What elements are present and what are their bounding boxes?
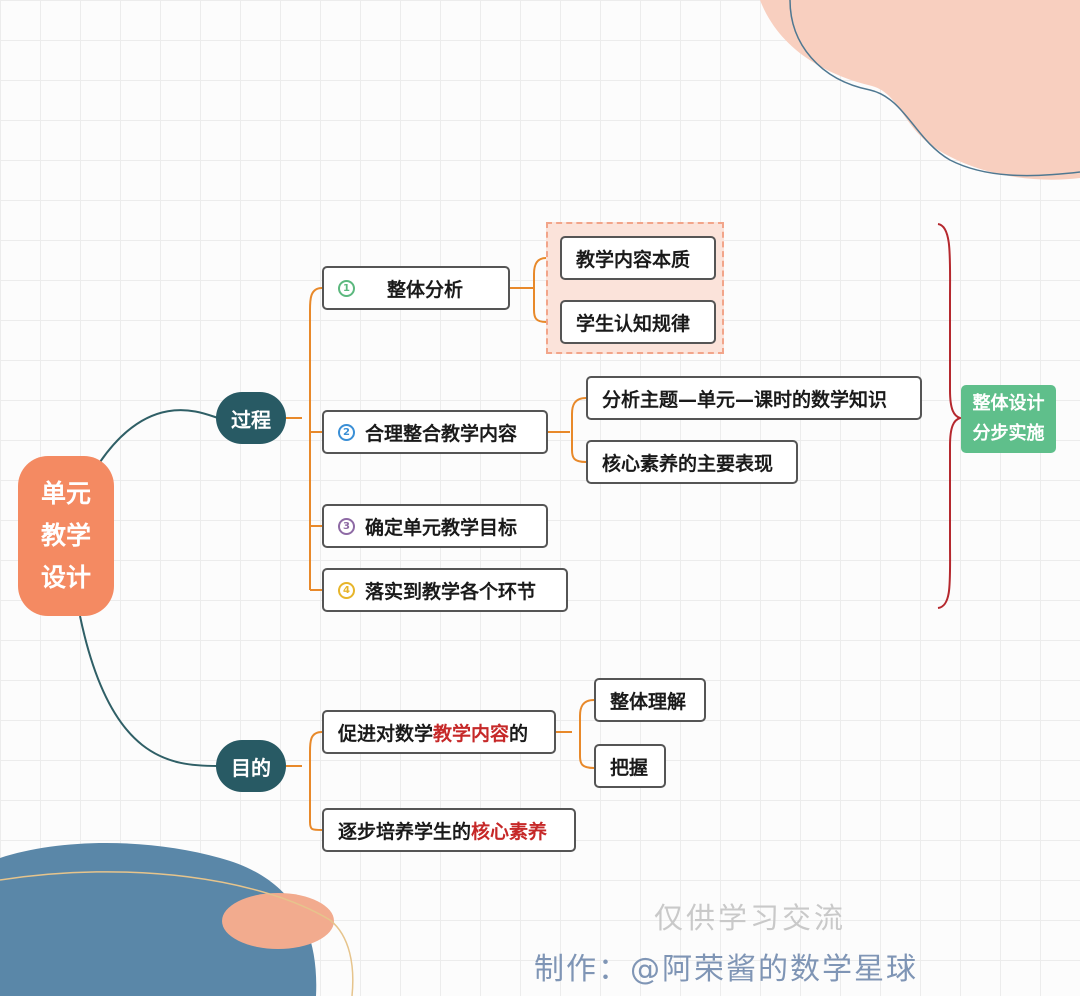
- summary-tag[interactable]: 整体设计 分步实施: [961, 385, 1056, 453]
- root-to-purpose-link: [79, 615, 219, 767]
- integrate-sub-links: [548, 397, 587, 463]
- root-line-3: 设计: [40, 563, 91, 592]
- node-overall-understanding[interactable]: 整体理解: [594, 678, 706, 722]
- node-analyze-knowledge[interactable]: 分析主题—单元—课时的数学知识: [586, 376, 922, 420]
- branch-purpose[interactable]: 目的: [216, 740, 286, 792]
- root-line-2: 教学: [40, 521, 91, 550]
- step-overall-analysis[interactable]: 1 整体分析: [322, 266, 510, 310]
- step-3-label: 确定单元教学目标: [365, 516, 518, 539]
- purpose-cultivate-literacy[interactable]: 逐步培养学生的核心素养: [322, 808, 576, 852]
- watermark-line-1: 仅供学习交流: [654, 901, 847, 935]
- node-analyze-knowledge-label: 分析主题—单元—课时的数学知识: [602, 388, 888, 411]
- purpose-promote-understanding[interactable]: 促进对数学教学内容的: [322, 710, 556, 754]
- summary-brace: [937, 223, 964, 609]
- node-grasp-label: 把握: [610, 756, 649, 779]
- root-to-process-link: [99, 409, 219, 463]
- purpose-1-prefix: 促进对数学: [338, 722, 434, 745]
- purpose-2-highlight: 核心素养: [471, 820, 548, 843]
- purpose-trunk-line: [286, 731, 323, 831]
- branch-process[interactable]: 过程: [216, 392, 286, 444]
- node-core-literacy-expression-label: 核心素养的主要表现: [602, 452, 774, 475]
- step-4-marker-icon: 4: [338, 581, 355, 599]
- branch-purpose-label: 目的: [231, 755, 271, 780]
- node-content-essence-label: 教学内容本质: [576, 248, 691, 271]
- branch-process-label: 过程: [231, 407, 271, 432]
- node-grasp[interactable]: 把握: [594, 744, 666, 788]
- node-cognitive-law-label: 学生认知规律: [576, 312, 691, 335]
- purpose-1-suffix: 的: [509, 722, 529, 745]
- step-3-marker-icon: 3: [338, 517, 355, 535]
- step-4-label: 落实到教学各个环节: [365, 580, 537, 603]
- summary-line-1: 整体设计: [972, 393, 1045, 414]
- step-1-marker-icon: 1: [338, 279, 355, 297]
- root-line-1: 单元: [40, 479, 91, 508]
- analysis-sub-links: [510, 257, 547, 323]
- node-cognitive-law[interactable]: 学生认知规律: [560, 300, 716, 344]
- purpose-2-prefix: 逐步培养学生的: [338, 820, 472, 843]
- summary-line-2: 分步实施: [972, 423, 1045, 444]
- root-node[interactable]: 单元 教学 设计: [18, 456, 114, 616]
- step-2-label: 合理整合教学内容: [365, 422, 518, 445]
- process-trunk-line: [286, 287, 323, 591]
- step-implement-teaching[interactable]: 4 落实到教学各个环节: [322, 568, 568, 612]
- node-core-literacy-expression[interactable]: 核心素养的主要表现: [586, 440, 798, 484]
- step-2-marker-icon: 2: [338, 423, 355, 441]
- step-1-label: 整体分析: [387, 278, 464, 301]
- promote-sub-links: [556, 699, 595, 769]
- node-overall-understanding-label: 整体理解: [610, 690, 687, 713]
- purpose-1-highlight: 教学内容: [433, 722, 510, 745]
- node-content-essence[interactable]: 教学内容本质: [560, 236, 716, 280]
- watermark-line-2: 制作：@阿荣酱的数学星球: [534, 952, 918, 987]
- step-determine-goals[interactable]: 3 确定单元教学目标: [322, 504, 548, 548]
- step-integrate-content[interactable]: 2 合理整合教学内容: [322, 410, 548, 454]
